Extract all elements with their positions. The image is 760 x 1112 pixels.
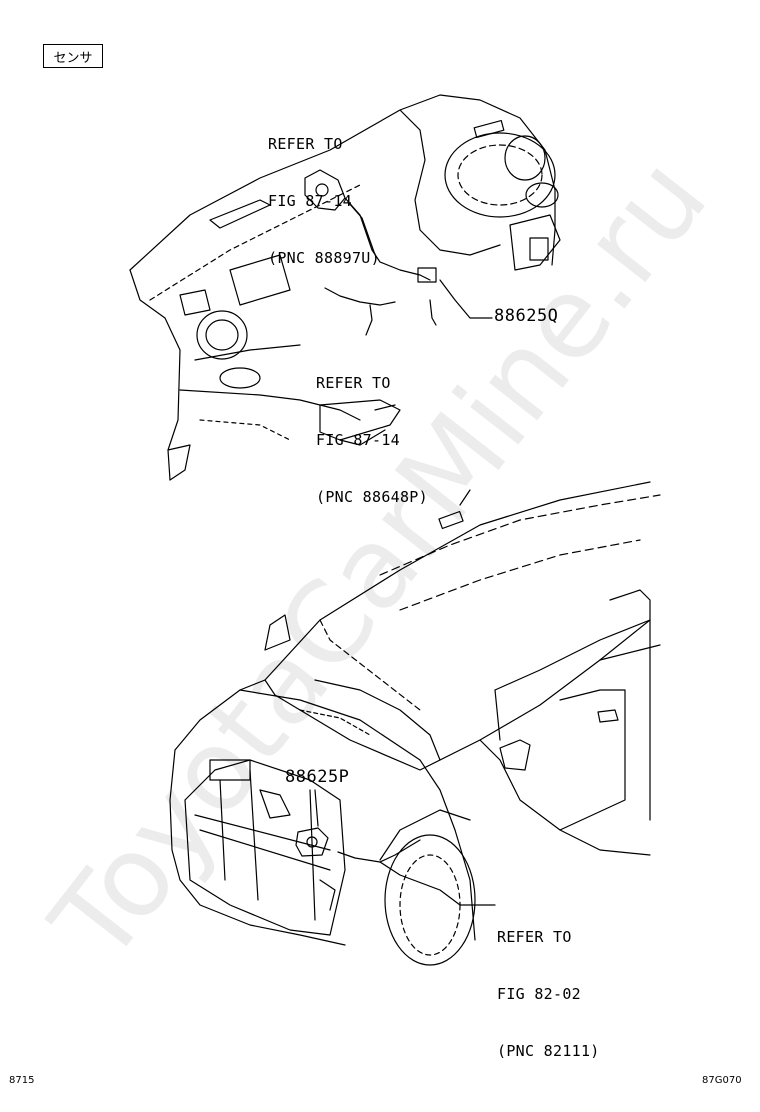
callout-fig-87-14-88897u: REFER TO FIG 87-14 (PNC 88897U) xyxy=(268,97,380,306)
callout-line: (PNC 88648P) xyxy=(316,488,428,506)
footer-right-code: 87G070 xyxy=(702,1075,742,1086)
footer-left-code: 8715 xyxy=(9,1075,35,1086)
callout-fig-82-02-82111: REFER TO FIG 82-02 (PNC 82111) xyxy=(497,890,600,1099)
part-number-88625q: 88625Q xyxy=(494,306,559,326)
part-number-88625p: 88625P xyxy=(285,767,350,787)
callout-line: REFER TO xyxy=(268,135,343,153)
callout-line: (PNC 88897U) xyxy=(268,249,380,267)
instrument-panel-drawing xyxy=(129,94,561,481)
section-label: センサ xyxy=(53,50,93,66)
callout-line: REFER TO xyxy=(497,928,572,946)
callout-line: (PNC 82111) xyxy=(497,1042,600,1060)
callout-line: REFER TO xyxy=(316,374,391,392)
callout-fig-87-14-88648p: REFER TO FIG 87-14 (PNC 88648P) xyxy=(316,336,428,545)
section-label-box: センサ xyxy=(43,44,103,68)
callout-line: FIG 87-14 xyxy=(268,192,352,210)
callout-line: FIG 87-14 xyxy=(316,431,400,449)
callout-line: FIG 82-02 xyxy=(497,985,581,1003)
vehicle-front-drawing xyxy=(169,481,661,966)
